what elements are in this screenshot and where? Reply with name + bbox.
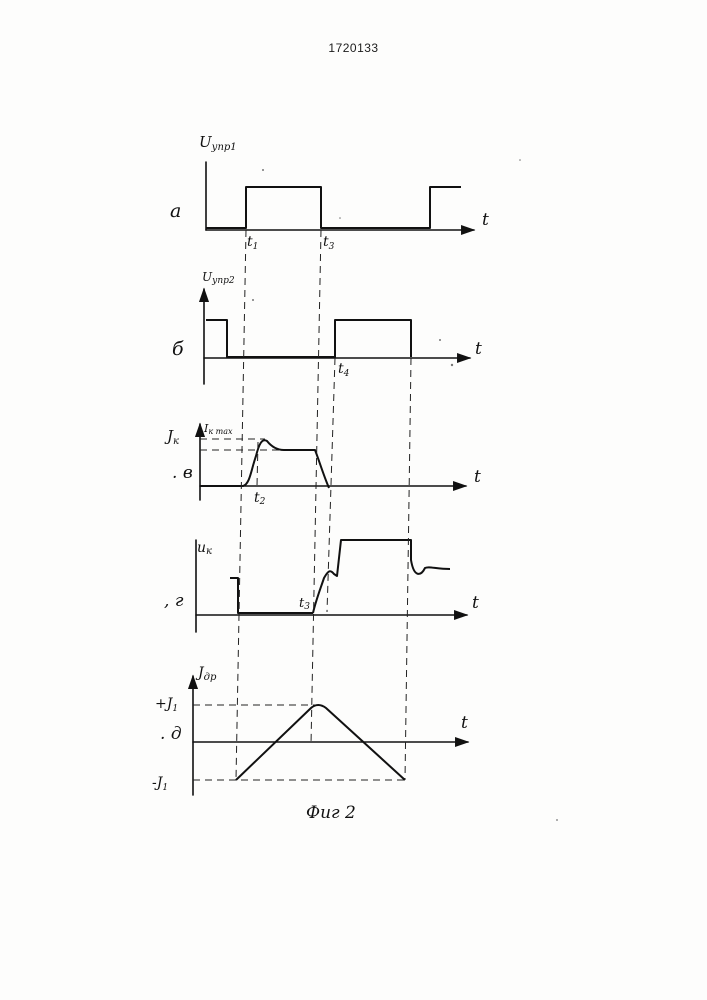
minus-j1-label: -J1 (152, 775, 168, 793)
panel-b-y-label: Uупр2 (202, 270, 235, 286)
panel-v: Jк Iк max . в t t2 (164, 422, 481, 507)
panel-a-x-label: t (482, 210, 489, 230)
panel-v-label: . в (172, 463, 193, 483)
panel-g-y-label: uк (197, 540, 212, 557)
panel-a: Uупр1 а t t1 t3 (170, 133, 489, 252)
time-mark-t2: t2 (254, 490, 266, 507)
panel-a-label: а (170, 200, 181, 222)
panel-g-voltage-high (313, 540, 450, 613)
panel-v-x-label: t (474, 467, 481, 487)
plus-j1-label: +J1 (155, 696, 178, 714)
time-mark-t4: t4 (338, 361, 350, 379)
panel-g-x-label: t (472, 593, 479, 613)
panel-v-current-curve (200, 440, 329, 488)
panel-a-y-label: Uупр1 (199, 133, 237, 153)
time-mark-t1: t1 (247, 234, 258, 252)
panel-d: Jдр +J1 -J1 . д t (152, 665, 468, 795)
panel-b-signal (206, 320, 411, 357)
panel-g: uк , г t t3 (164, 540, 479, 632)
panel-v-y-label: Jк (164, 427, 179, 447)
panel-d-y-label: Jдр (195, 665, 217, 683)
panel-b-x-label: t (475, 339, 482, 359)
imax-label: Iк max (203, 422, 233, 436)
panel-b: Uупр2 б t t4 (172, 270, 482, 384)
sync-line-end (405, 358, 411, 780)
panel-b-label: б (172, 338, 184, 360)
sync-line-t3 (311, 230, 321, 745)
panel-a-signal (206, 187, 461, 228)
time-mark-t3-g: t3 (299, 596, 310, 612)
panel-g-label: , г (164, 591, 184, 611)
sync-line-t1 (236, 230, 246, 780)
panel-d-x-label: t (461, 713, 468, 733)
figure-caption: Фиг 2 (306, 803, 356, 823)
panel-d-label: . д (160, 724, 182, 744)
time-mark-t3-a: t3 (323, 234, 335, 252)
